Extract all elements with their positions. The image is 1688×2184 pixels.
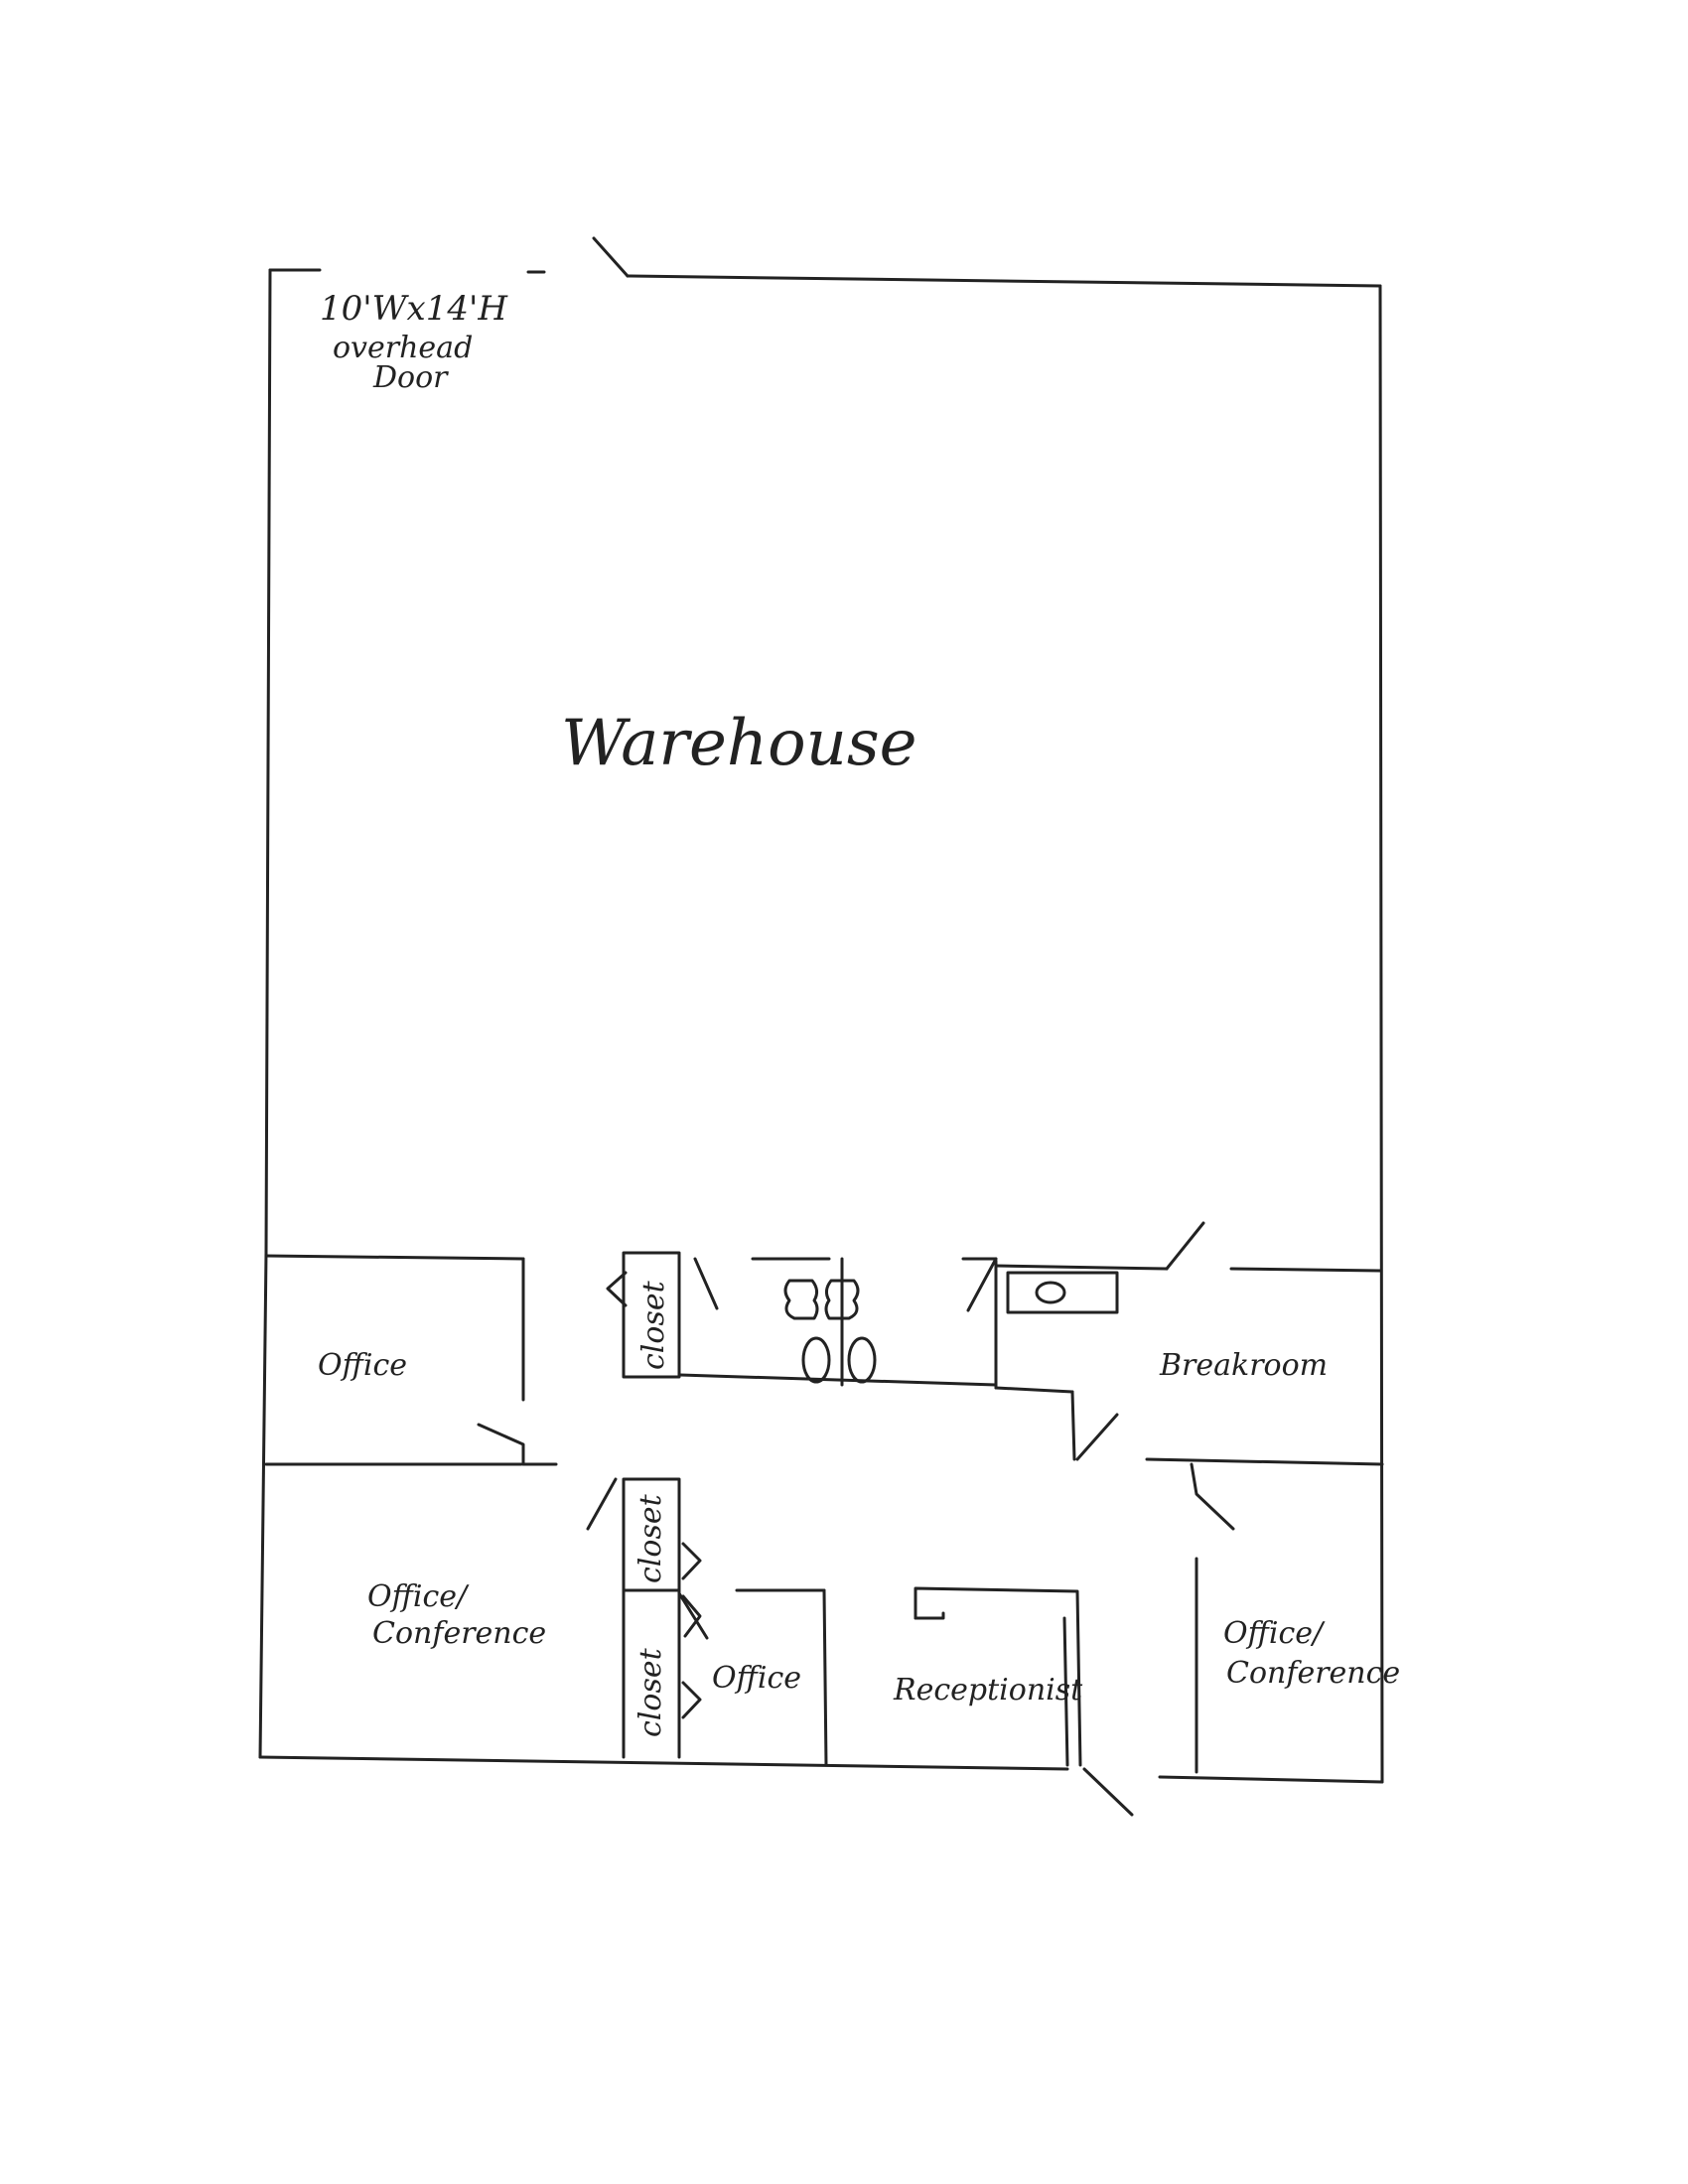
warehouse-entry-door [592,236,630,278]
restroom-walls [678,1257,998,1390]
office-conf-right-label-1: Office/ [1223,1616,1326,1651]
warehouse-label: Warehouse [561,707,917,780]
office-conf-left-label-2: Conference [372,1616,546,1651]
breakroom-label: Breakroom [1159,1348,1328,1383]
office-upper-left-walls [264,1254,558,1466]
office-conf-right-label-2: Conference [1226,1656,1400,1691]
closet-upper-walls [606,1251,719,1379]
lower-left-walls [586,1477,828,1767]
overhead-door-label-1: 10'Wx14'H [320,289,508,329]
receptionist-label: Receptionist [893,1673,1083,1707]
closet-upper-label: closet [636,1280,671,1370]
breakroom-walls [994,1221,1384,1466]
closet-mid-label: closet [633,1493,668,1583]
sink-icon [801,1336,877,1384]
receptionist-desk [914,1586,1082,1767]
toilet-icon [783,1279,860,1320]
front-entry-door [1082,1767,1134,1817]
outer-walls [258,268,1384,1784]
office-center-label: Office [712,1661,801,1696]
overhead-door-label-3: Door [372,360,449,395]
office-conf-left-label-1: Office/ [367,1579,470,1614]
office-right-walls [1190,1462,1235,1774]
overhead-door-label-2: overhead [333,331,473,365]
office-upper-left-label: Office [318,1348,407,1383]
closet-low-label: closet [633,1647,668,1737]
